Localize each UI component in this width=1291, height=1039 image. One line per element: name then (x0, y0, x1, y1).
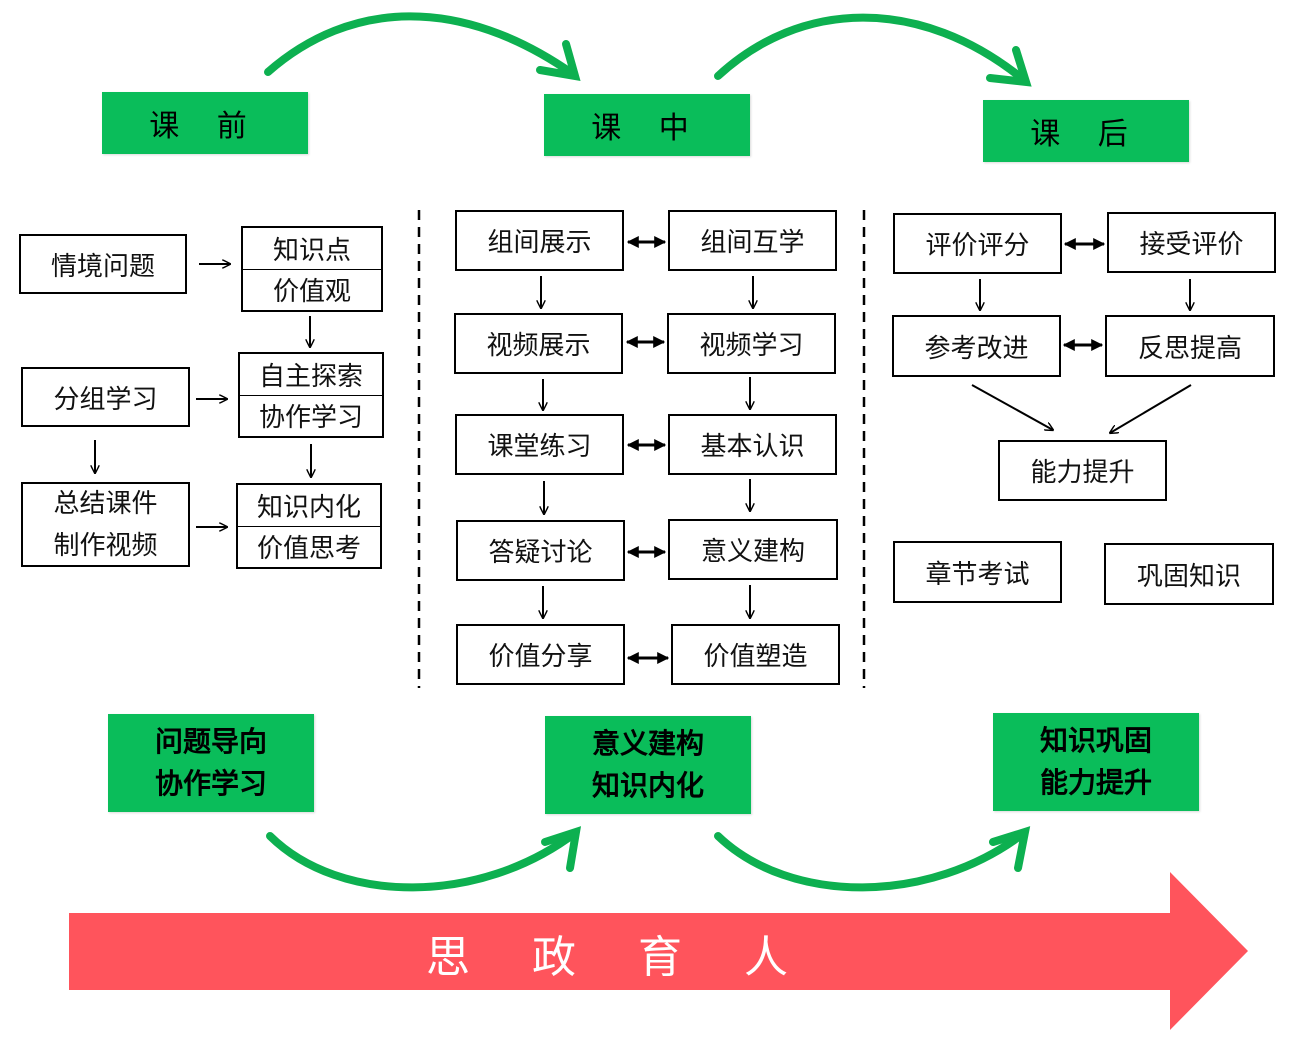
outcome-bottom: 价值观 (272, 277, 351, 308)
step-label: 组间互学 (700, 228, 805, 258)
pre-step-summary: 总结课件 制作视频 (21, 482, 190, 567)
in-right-step-1: 组间互学 (668, 210, 837, 271)
goal-line1: 知识巩固 (1039, 724, 1152, 757)
pre-outcome-internalize: 知识内化 价值思考 (236, 483, 382, 569)
step-label: 情境问题 (50, 251, 155, 282)
outcome-top: 自主探索 (240, 354, 382, 396)
in-left-step-2: 视频展示 (454, 313, 623, 374)
goal-line2: 协作学习 (154, 767, 267, 800)
outcome-top: 知识点 (243, 228, 381, 270)
green-arrow-goal-2-to-3 (714, 826, 1031, 892)
phase-pre-class: 课 前 (102, 92, 308, 154)
step-label: 视频展示 (486, 331, 591, 361)
step-label-line1: 总结课件 (53, 488, 158, 519)
phase-post-class: 课 后 (983, 100, 1189, 162)
step-label: 能力提升 (1030, 458, 1135, 488)
in-right-step-3: 基本认识 (668, 414, 837, 475)
pre-outcome-explore: 自主探索 协作学习 (238, 352, 384, 438)
pre-step-situation: 情境问题 (19, 234, 187, 294)
in-right-step-4: 意义建构 (668, 519, 838, 580)
post-step-exam: 章节考试 (893, 541, 1062, 603)
outcome-top: 知识内化 (238, 485, 380, 527)
arrow-diagonal (1110, 384, 1192, 433)
step-label: 价值塑造 (703, 642, 808, 672)
post-result-ability: 能力提升 (998, 440, 1167, 501)
post-step-improve: 参考改进 (892, 315, 1061, 377)
in-left-step-4: 答疑讨论 (456, 520, 625, 581)
goal-in-class: 意义建构 知识内化 (545, 716, 751, 814)
banner-label: 思 政 育 人 (426, 932, 812, 983)
green-arrow-goal-1-to-2 (266, 826, 582, 892)
step-label: 价值分享 (488, 642, 593, 672)
goal-post-class: 知识巩固 能力提升 (993, 713, 1199, 811)
step-label: 巩固知识 (1136, 561, 1241, 592)
outcome-bottom: 协作学习 (258, 403, 363, 434)
pre-step-group: 分组学习 (21, 367, 190, 427)
outcome-bottom: 价值思考 (256, 534, 361, 565)
step-label: 课堂练习 (487, 432, 592, 462)
in-right-step-2: 视频学习 (667, 313, 836, 374)
goal-line2: 能力提升 (1039, 766, 1152, 799)
step-label: 参考改进 (924, 333, 1029, 364)
step-label: 分组学习 (53, 384, 158, 415)
step-label: 接受评价 (1139, 230, 1244, 260)
step-label: 基本认识 (700, 432, 805, 462)
step-label-line2: 制作视频 (53, 530, 158, 561)
post-step-receive: 接受评价 (1107, 212, 1276, 273)
step-label: 视频学习 (699, 331, 804, 361)
phase-label: 课 中 (591, 111, 703, 146)
post-step-reflect: 反思提高 (1105, 315, 1275, 377)
goal-line2: 知识内化 (591, 769, 704, 802)
in-right-step-5: 价值塑造 (671, 624, 840, 685)
in-left-step-1: 组间展示 (455, 210, 624, 271)
goal-line1: 问题导向 (154, 725, 267, 758)
in-left-step-5: 价值分享 (456, 624, 625, 685)
green-arrow-pre-to-in (264, 12, 581, 82)
step-label: 反思提高 (1137, 333, 1242, 364)
goal-pre-class: 问题导向 协作学习 (108, 714, 314, 812)
in-left-step-3: 课堂练习 (455, 414, 624, 475)
step-label: 意义建构 (700, 537, 805, 567)
phase-in-class: 课 中 (544, 94, 750, 156)
post-step-consolidate: 巩固知识 (1104, 543, 1274, 605)
step-label: 组间展示 (487, 228, 592, 258)
green-arrow-in-to-post (714, 13, 1032, 87)
pre-outcome-knowledge: 知识点 价值观 (241, 226, 383, 312)
post-step-evaluate: 评价评分 (893, 213, 1062, 274)
phase-label: 课 前 (149, 109, 261, 144)
step-label: 章节考试 (925, 559, 1030, 590)
step-label: 评价评分 (925, 231, 1030, 261)
goal-line1: 意义建构 (591, 727, 704, 760)
arrow-diagonal (971, 384, 1053, 430)
step-label: 答疑讨论 (488, 538, 593, 568)
phase-label: 课 后 (1030, 117, 1142, 152)
